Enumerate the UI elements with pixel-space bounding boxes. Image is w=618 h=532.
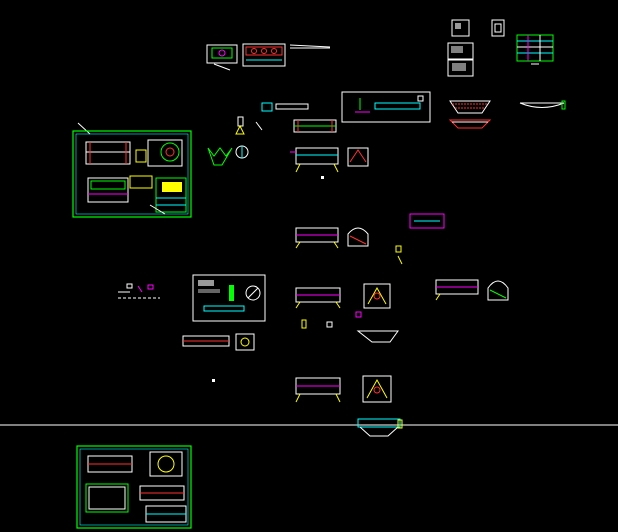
- part-bar-magenta[interactable]: [409, 213, 445, 229]
- part-unit-a-end[interactable]: [347, 227, 369, 247]
- part-unit-b-front[interactable]: [295, 287, 341, 309]
- part-unit-c-end[interactable]: [487, 280, 509, 301]
- part-top-bar[interactable]: [289, 44, 331, 49]
- part-hopper-iso[interactable]: [207, 145, 249, 166]
- part-small-cyan-block[interactable]: [261, 102, 309, 112]
- part-trough-section[interactable]: [448, 119, 492, 129]
- part-assembly-end[interactable]: [347, 147, 369, 167]
- part-assembly-front[interactable]: [290, 147, 339, 173]
- part-unit-d-end[interactable]: [362, 375, 392, 403]
- part-conveyor-side-view[interactable]: [293, 119, 337, 133]
- part-curved-plate[interactable]: [519, 100, 566, 110]
- part-plate-taper[interactable]: [356, 330, 399, 343]
- drawing-sheet-lower[interactable]: [76, 445, 192, 529]
- part-tiny-marker: [321, 176, 324, 179]
- part-dot-marker: [212, 379, 215, 382]
- part-small-pins[interactable]: [301, 311, 362, 329]
- part-unit-d-front[interactable]: [295, 377, 341, 403]
- part-unit-a-front[interactable]: [295, 227, 339, 249]
- parts-list-table[interactable]: [516, 34, 554, 65]
- part-small-yellow[interactable]: [395, 245, 403, 265]
- part-unit-b-end[interactable]: [363, 283, 391, 309]
- detail-sheet-small-a[interactable]: [451, 19, 470, 37]
- part-top-center-view[interactable]: [242, 43, 286, 67]
- detail-sheet-small-c[interactable]: [447, 42, 474, 77]
- part-top-left-view[interactable]: [206, 44, 238, 71]
- symbol-legend-row[interactable]: [118, 283, 160, 299]
- part-unit-c-front[interactable]: [435, 279, 479, 301]
- part-lower-assembly[interactable]: [182, 333, 255, 351]
- part-bracket-pin[interactable]: [235, 116, 263, 135]
- drawing-sheet-upper[interactable]: [72, 122, 192, 218]
- detail-sheet-small-b[interactable]: [491, 19, 505, 37]
- detail-framed-section[interactable]: [192, 274, 266, 322]
- detail-framed-view[interactable]: [341, 91, 431, 123]
- part-base-pedestal[interactable]: [357, 418, 403, 437]
- part-trough-plan[interactable]: [449, 100, 491, 114]
